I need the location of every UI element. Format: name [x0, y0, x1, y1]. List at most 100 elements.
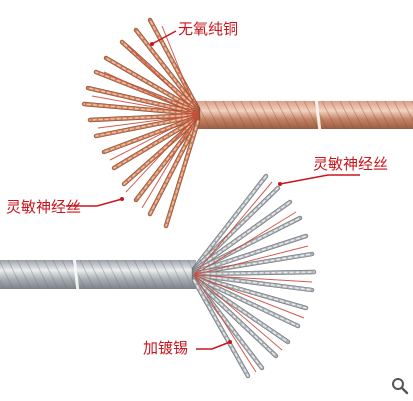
copper-thin-strand — [141, 114, 199, 209]
tinned-twist-line — [16, 259, 32, 290]
tinned-cable-clear-sleeve — [72, 255, 80, 293]
copper-thin-strand — [91, 95, 199, 116]
pointer-flexible-strands-upper — [66, 198, 123, 207]
pointer-oxygen-free-copper — [151, 30, 177, 45]
tinned-twist-line — [7, 259, 23, 290]
label-flexible-strands-upper: 灵敏神经丝 — [6, 198, 82, 216]
copper-twist-line — [357, 100, 373, 130]
tinned-twist-line — [43, 259, 59, 290]
label-flexible-strands-lower: 灵敏神经丝 — [313, 155, 389, 173]
tinned-twist-line — [34, 259, 50, 290]
copper-twist-line — [285, 100, 301, 130]
tinned-strand — [191, 185, 281, 272]
tinned-twist-line — [88, 259, 104, 290]
tinned-cable-twist — [0, 259, 203, 290]
copper-twist-line — [258, 100, 274, 130]
tinned-thin-strand — [193, 274, 257, 373]
copper-thin-strand — [127, 45, 199, 116]
pointer-tinned — [196, 341, 231, 350]
copper-twist-line — [240, 100, 256, 130]
pointer-flexible-strands-lower — [279, 174, 360, 185]
copper-twist-line — [303, 100, 319, 130]
copper-cable — [81, 17, 413, 229]
tinned-strand — [191, 269, 317, 277]
tinned-twist-line — [169, 259, 185, 290]
copper-strand — [81, 101, 201, 117]
copper-twist-line — [312, 100, 328, 130]
tinned-twist-line — [124, 259, 140, 290]
copper-strand — [85, 85, 201, 116]
copper-twist-line — [375, 100, 391, 130]
tinned-thin-strand — [193, 245, 309, 276]
tinned-cable — [0, 173, 317, 379]
tinned-twist-line — [97, 259, 113, 290]
copper-strand — [133, 117, 201, 203]
copper-twist-line — [204, 100, 220, 130]
magnifier-icon[interactable] — [391, 377, 409, 395]
copper-twist-line — [366, 100, 382, 130]
copper-thin-strand — [97, 114, 199, 129]
copper-thin-strand — [125, 114, 199, 193]
tinned-thin-strand — [193, 274, 283, 351]
copper-strand — [87, 112, 201, 123]
tinned-thin-strand — [193, 274, 305, 319]
copper-twist-line — [321, 100, 337, 130]
label-tinned: 加镀锡 — [143, 339, 189, 357]
copper-twist-line — [213, 100, 229, 130]
tinned-strand — [191, 272, 315, 293]
tinned-strand — [191, 173, 269, 271]
copper-twist-line — [294, 100, 310, 130]
tinned-cable-body — [0, 260, 196, 289]
tinned-twist-line — [70, 259, 86, 290]
tinned-strand-fan — [191, 173, 317, 379]
tinned-twist-line — [160, 259, 176, 290]
tinned-twist-line — [0, 260, 14, 290]
copper-twist-line — [231, 100, 247, 130]
copper-cable-clear-sleeve — [314, 97, 322, 133]
copper-twist-line — [393, 100, 409, 130]
copper-strand — [163, 119, 201, 229]
copper-strand — [147, 118, 201, 217]
tinned-twist-line — [25, 259, 41, 290]
copper-thin-strand — [161, 25, 199, 116]
copper-twist-line — [276, 100, 292, 130]
tinned-twist-line — [115, 259, 131, 290]
copper-twist-line — [249, 100, 265, 130]
copper-twist-line — [402, 100, 413, 123]
label-pointers — [66, 30, 360, 350]
label-oxygen-free-copper: 无氧纯铜 — [178, 20, 239, 38]
copper-twist-line — [339, 100, 355, 130]
tinned-twist-line — [178, 259, 194, 290]
copper-twist-line — [384, 100, 400, 130]
tinned-twist-line — [0, 279, 5, 290]
copper-strand — [121, 116, 201, 187]
tinned-twist-line — [106, 259, 122, 290]
tinned-strand — [191, 215, 303, 274]
tinned-strand — [191, 199, 293, 273]
copper-strand — [133, 27, 201, 112]
copper-twist-line — [222, 100, 238, 130]
copper-thin-strand — [103, 71, 199, 116]
tinned-strand — [191, 278, 251, 379]
copper-thin-strand — [109, 114, 199, 161]
copper-twist-line — [330, 100, 346, 130]
tinned-strand — [191, 273, 309, 311]
copper-strand — [119, 39, 201, 113]
tinned-strand — [191, 276, 279, 359]
tinned-twist-line — [151, 259, 167, 290]
copper-twist-line — [348, 100, 364, 130]
copper-cable-twist — [195, 100, 413, 130]
copper-strand-fan — [81, 17, 201, 229]
tinned-strand — [191, 233, 309, 275]
tinned-twist-line — [79, 259, 95, 290]
copper-strand — [93, 113, 201, 139]
tinned-twist-line — [142, 259, 158, 290]
copper-strand — [111, 115, 201, 171]
tinned-thin-strand — [193, 181, 273, 276]
copper-strand — [103, 55, 201, 114]
tinned-thin-strand — [193, 211, 297, 276]
copper-cable-body — [196, 101, 413, 129]
tinned-strand — [191, 274, 301, 329]
tinned-twist-line — [133, 259, 149, 290]
